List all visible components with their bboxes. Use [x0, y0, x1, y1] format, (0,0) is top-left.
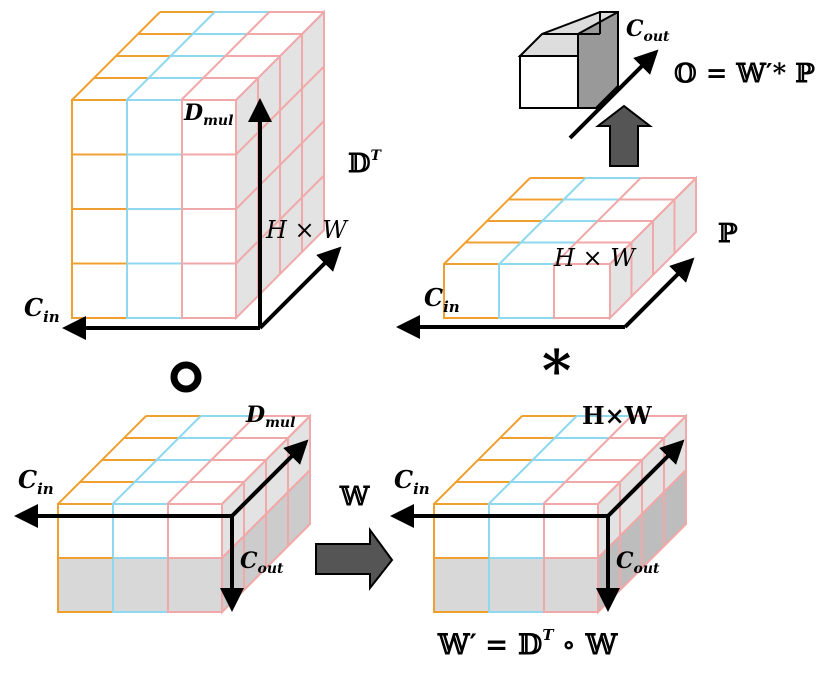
grid-line [235, 174, 325, 265]
label-hw-p: H × W [553, 244, 637, 272]
tensor-w [57, 413, 312, 615]
hadamard-operator [170, 361, 202, 393]
grid-line [57, 415, 147, 505]
label-p-symbol: ℙ [718, 219, 738, 249]
label-c-out-top: Cout [626, 16, 670, 45]
grid-line [443, 177, 531, 265]
label-hw-top-left: H × W [265, 216, 349, 244]
tensor-dt [71, 9, 326, 321]
grid-line [166, 415, 257, 505]
grid-line [180, 11, 271, 101]
label-c-in-top-left: Cin [24, 293, 60, 326]
w-prime-axes [390, 439, 685, 612]
output-axis [568, 49, 659, 140]
dt-axes [62, 98, 342, 340]
tensor-w-prime [433, 413, 688, 615]
grid-line [498, 177, 587, 265]
equation-output: 𝕆 = 𝕎′* ℙ [674, 59, 815, 89]
grid-line [542, 415, 633, 505]
grid-line [111, 415, 202, 505]
grid-line [553, 177, 642, 265]
grid-line [71, 11, 161, 101]
grid-line [597, 469, 687, 559]
w-axes [14, 439, 309, 612]
label-hw-w-prime: H×W [582, 401, 653, 430]
grid-line [487, 415, 578, 505]
label-dt-symbol: 𝔻T [348, 148, 383, 179]
right-arrow-icon [315, 526, 394, 591]
p-axes [396, 257, 695, 339]
label-c-in-w: Cin [18, 465, 54, 498]
grid-line [221, 469, 311, 559]
label-c-out-w-prime: Cout [616, 548, 660, 577]
grid-line [235, 120, 325, 210]
label-d-mul-top: Dmul [183, 100, 233, 129]
tensor-p [443, 175, 697, 321]
label-d-mul-w: Dmul [245, 402, 295, 431]
output-cube [517, 11, 619, 109]
grid-line [125, 11, 216, 101]
label-c-in-w-prime: Cin [394, 465, 430, 498]
grid-line [235, 65, 325, 156]
label-c-in-p: Cin [424, 283, 460, 316]
label-c-out-w: Cout [240, 548, 284, 577]
grid-line [433, 415, 523, 505]
up-arrow-icon [595, 104, 653, 167]
equation-w-prime: 𝕎′= 𝔻T∘ 𝕎 [437, 626, 619, 661]
label-w-symbol: 𝕎 [339, 482, 370, 512]
convolution-operator: * [542, 338, 571, 404]
